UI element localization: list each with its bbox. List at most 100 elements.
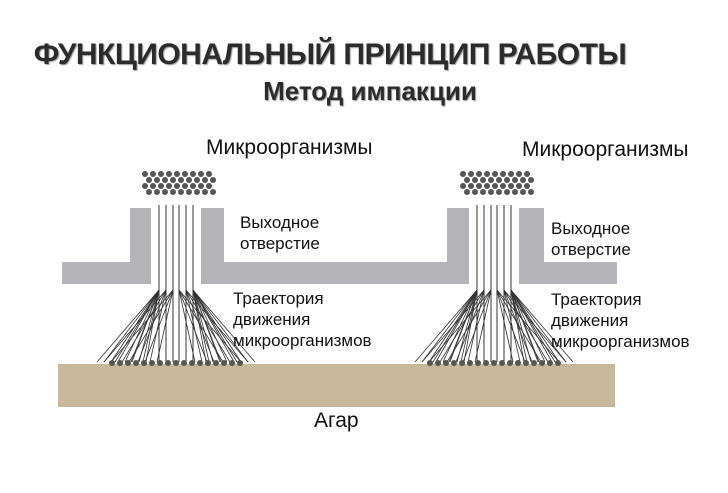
impact-dot [205,360,211,366]
microorganism [464,177,470,183]
impact-dot [133,360,139,366]
impact-dot [443,360,449,366]
microorganism [166,171,172,177]
microorganism [492,183,498,189]
microorganism [210,177,216,183]
microorganism [170,177,176,183]
microorganism [186,177,192,183]
trajectory-line [124,289,160,363]
trajectory-line [178,289,208,363]
microorganism [504,177,510,183]
trajectory-line [510,289,574,363]
label-trajectory-left: Траектория движения микроорганизмов [233,288,372,351]
impact-dot [229,360,235,366]
microorganism [166,183,172,189]
microorganism [476,183,482,189]
impact-dot [141,360,147,366]
trajectory-line [414,289,478,363]
microorganism [492,171,498,177]
microorganism [142,183,148,189]
label-trajectory-left-line1: Траектория [233,289,324,308]
label-trajectory-right-line2: движения [551,311,629,330]
impact-dot [181,360,187,366]
microorganism [162,177,168,183]
microorganism [528,177,534,183]
particle-stream-right [414,205,574,363]
impact-dot [523,360,529,366]
microorganism [146,189,152,195]
microorganism [162,189,168,195]
microorganism-cluster-right [460,171,534,195]
microorganism [154,177,160,183]
trajectory-line [496,289,526,363]
microorganism [460,183,466,189]
impact-dot [221,360,227,366]
label-microorganisms-right: Микроорганизмы [522,138,689,161]
microorganism [158,171,164,177]
trajectory-line [467,289,485,363]
trajectory-line [192,289,235,363]
trajectory-line [462,289,492,363]
diagram-title: ФУНКЦИОНАЛЬНЫЙ ПРИНЦИП РАБОТЫ [33,38,627,71]
label-trajectory-right-line3: микроорганизмов [551,332,690,351]
microorganism [202,189,208,195]
trajectory-line [185,289,231,363]
microorganism [524,183,530,189]
impact-dot [157,360,163,366]
trajectory-line [192,289,214,363]
impact-dot [483,360,489,366]
microorganism [174,183,180,189]
microorganism [520,189,526,195]
label-trajectory-right: Траектория движения микроорганизмов [551,289,690,352]
impact-dot [117,360,123,366]
microorganism [146,177,152,183]
microorganism [468,171,474,177]
impact-dots-right [427,360,561,366]
microorganism [464,189,470,195]
microorganism [190,183,196,189]
microorganism [210,189,216,195]
agar-layer [58,364,615,407]
trajectory-line [510,289,539,363]
trajectory-line [463,289,478,363]
microorganism [468,183,474,189]
microorganism [480,177,486,183]
microorganism [142,171,148,177]
microorganism [150,171,156,177]
trajectory-line [510,289,556,363]
trajectory-line [432,289,478,363]
impact-dot [237,360,243,366]
impact-dot [507,360,513,366]
impact-dot [515,360,521,366]
label-outlet-right: Выходное отверстие [551,218,631,260]
microorganism [508,171,514,177]
impact-dot [491,360,497,366]
microorganism [500,183,506,189]
trajectory-line [117,289,160,363]
impact-dot [547,360,553,366]
microorganism [178,189,184,195]
microorganism [190,171,196,177]
microorganism [500,171,506,177]
impact-dot [555,360,561,366]
trajectory-line [138,289,160,363]
microorganism [472,189,478,195]
impact-dot [435,360,441,366]
trajectory-line [192,289,256,363]
microorganism [194,189,200,195]
particle-stream-left [96,205,256,363]
impact-dot [149,360,155,366]
trajectory-line [192,289,249,363]
trajectory-line [156,289,174,363]
microorganism [472,177,478,183]
label-outlet-left-line1: Выходное [240,213,320,232]
trajectory-line [103,289,160,363]
label-trajectory-left-line3: микроорганизмов [233,331,372,350]
trajectory-line [449,289,478,363]
slit-plate [62,208,617,284]
impact-dots-left [109,360,243,366]
impact-dot [467,360,473,366]
microorganism [150,183,156,189]
label-outlet-right-line1: Выходное [551,219,631,238]
microorganism [480,189,486,195]
